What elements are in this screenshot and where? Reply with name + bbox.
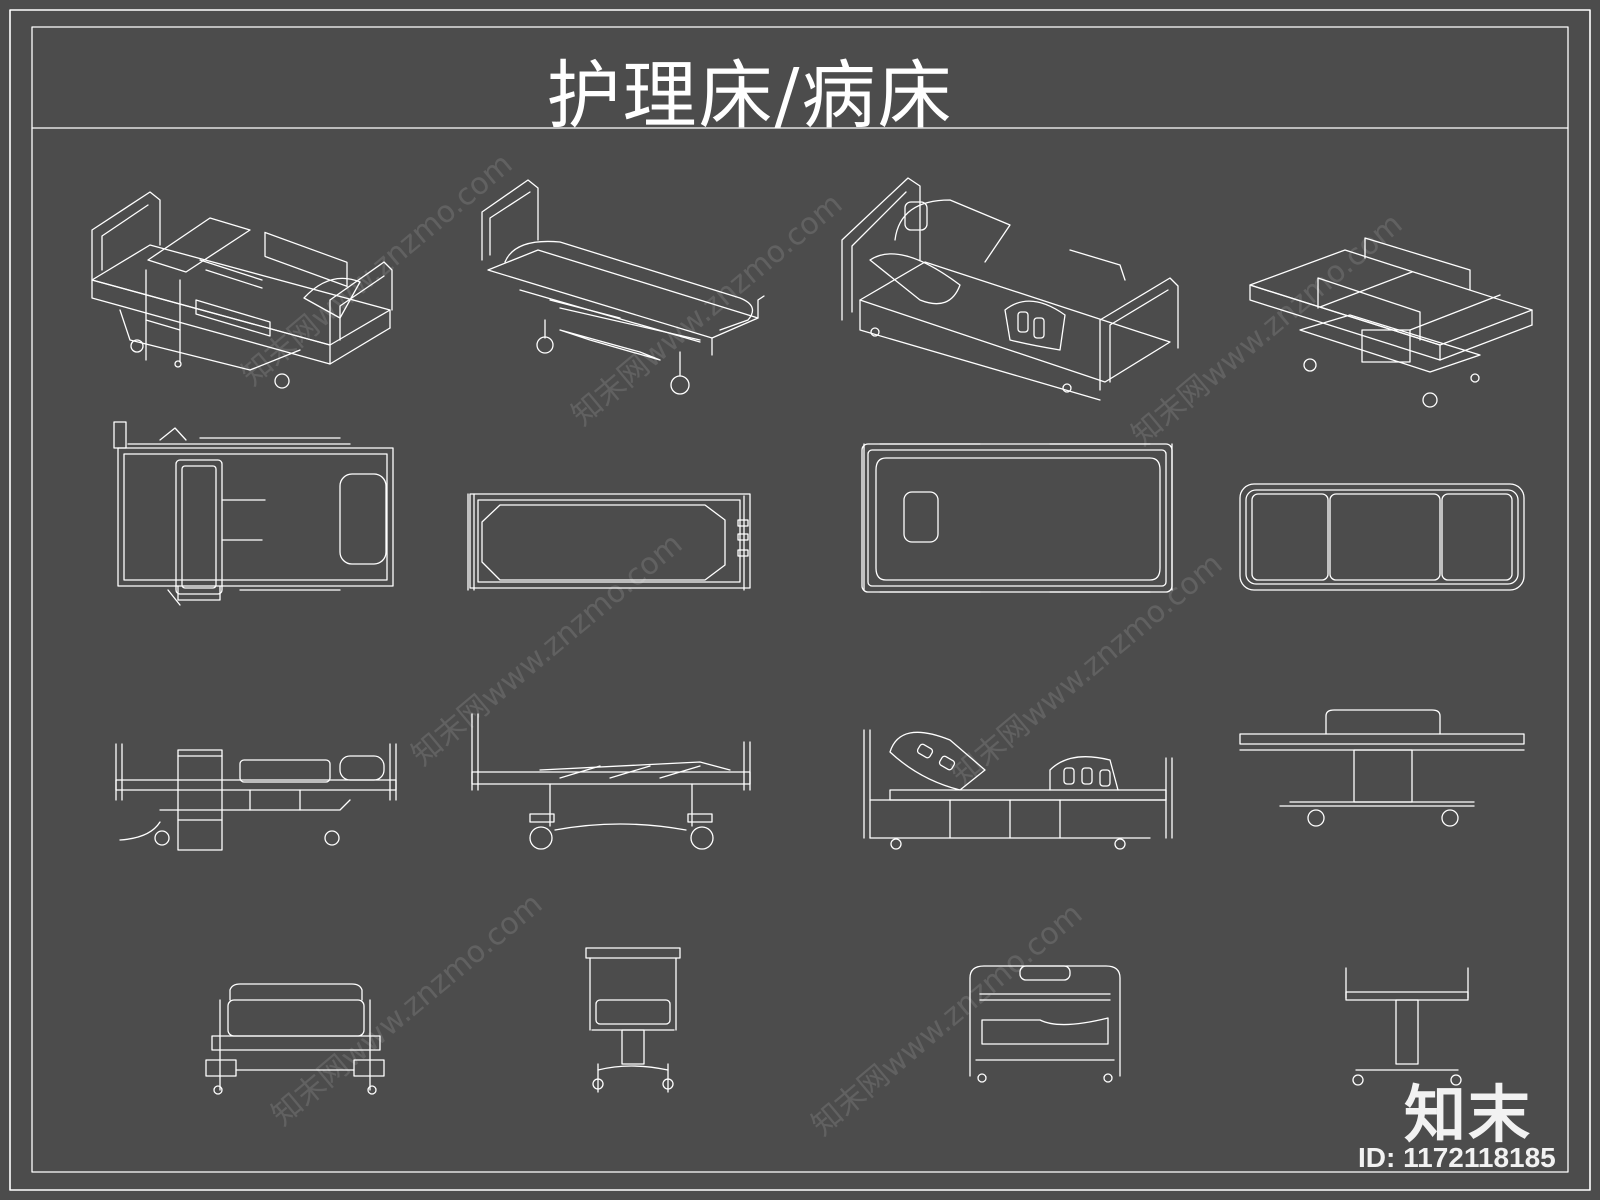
bed-2-end: [585, 947, 681, 1093]
stretcher-end: [1345, 967, 1469, 1086]
bed-1-isometric: [91, 191, 393, 389]
bed-1-end: [205, 983, 385, 1095]
bed-3-plan: [861, 443, 1173, 593]
bed-1-plan: [113, 421, 394, 606]
stretcher-side: [1239, 709, 1525, 827]
asset-id-label: ID: 1172118185: [1358, 1142, 1556, 1173]
bed-2-isometric: [481, 179, 765, 395]
bed-2-plan: [467, 493, 751, 591]
bed-2-side: [471, 713, 751, 850]
bed-1-side: [115, 743, 397, 851]
page-title: 护理床/病床: [546, 53, 954, 139]
bed-3-end: [969, 965, 1121, 1083]
stretcher-isometric: [1249, 237, 1533, 408]
stretcher-plan: [1239, 483, 1525, 591]
sheet-frame: [9, 9, 1591, 1191]
brand-logo: 知末: [1404, 1078, 1533, 1151]
bed-3-side: [863, 729, 1173, 850]
bed-3-isometric: [841, 177, 1179, 401]
